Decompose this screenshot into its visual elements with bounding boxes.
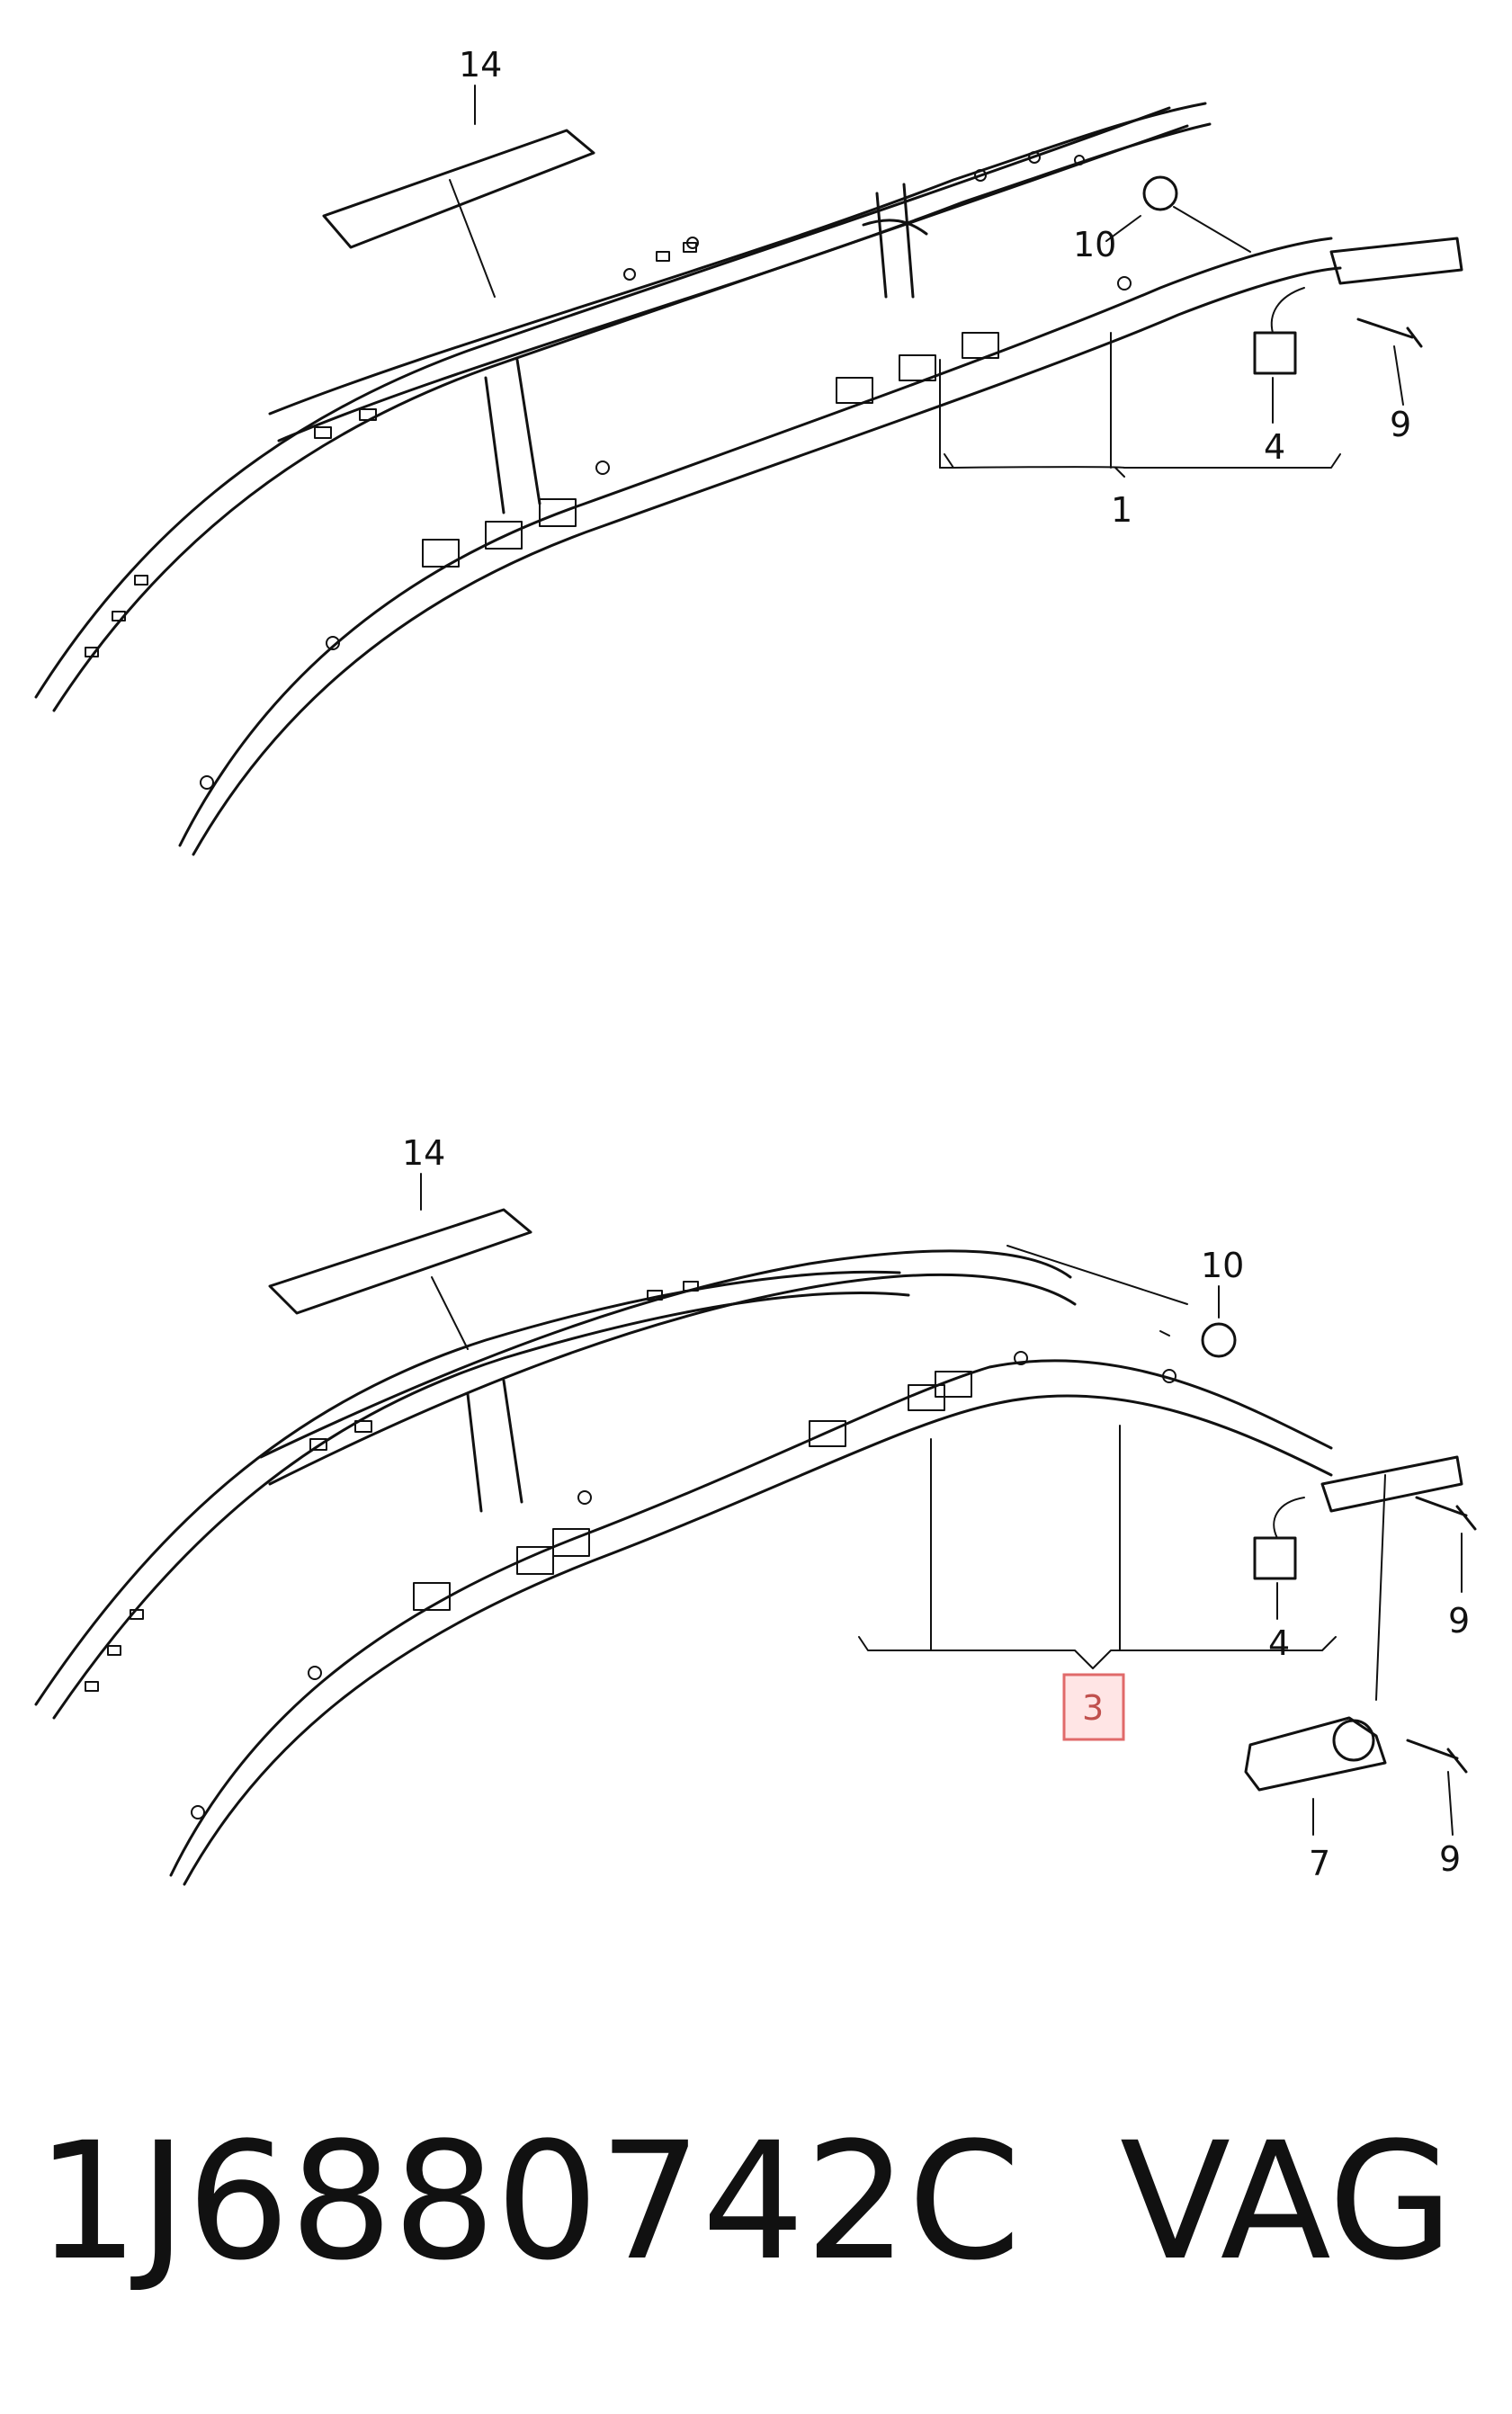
highlight-callout-3: 3	[1082, 1688, 1104, 1728]
bottom-airbag-clips	[191, 1351, 1176, 1819]
bottom-callout-4: 4	[1268, 1623, 1290, 1663]
bottom-wire	[1273, 1497, 1305, 1539]
highlight-box-3	[1062, 1673, 1125, 1741]
part-number: 1J6880742C	[36, 2108, 1021, 2296]
bottom-inflator	[1320, 1455, 1463, 1513]
top-grab-handle	[322, 129, 595, 249]
top-airbag-tube-top	[178, 237, 1333, 847]
bottom-screw-lower	[1406, 1739, 1468, 1774]
bottom-callout-14: 14	[402, 1133, 445, 1173]
bottom-b-pillar	[466, 1379, 523, 1513]
bottom-roof-rail-outer	[34, 1270, 901, 1706]
top-frame-holes	[85, 151, 1085, 657]
bottom-grab-handle	[268, 1208, 532, 1315]
top-leaders	[449, 85, 1404, 478]
bottom-airbag-tube-bottom	[183, 1394, 1333, 1886]
top-pillar	[862, 183, 928, 299]
top-screw	[1356, 317, 1423, 348]
bottom-connector	[1253, 1536, 1297, 1580]
top-callout-10: 10	[1073, 225, 1116, 264]
top-callout-9: 9	[1390, 405, 1411, 444]
top-callout-4: 4	[1264, 427, 1285, 467]
top-roof-rail-inner	[52, 124, 1189, 712]
bottom-frame-holes	[85, 1281, 699, 1692]
top-roof-rail-upper2	[277, 122, 1212, 443]
bottom-roof-rail-upper	[259, 1249, 1072, 1459]
bottom-leaders	[420, 1173, 1463, 1836]
top-roof-rail-upper	[268, 102, 1207, 416]
top-clip-10	[1142, 175, 1178, 211]
bottom-bracket-7	[1244, 1716, 1387, 1792]
bottom-callout-9-lower: 9	[1439, 1839, 1461, 1879]
top-assembly: 14 10 4 9 1	[34, 45, 1463, 856]
top-roof-rail-outer	[34, 106, 1171, 699]
bottom-callout-10: 10	[1201, 1246, 1244, 1285]
bottom-callout-9-upper: 9	[1448, 1601, 1470, 1641]
top-callout-1: 1	[1111, 490, 1132, 530]
bottom-screw-upper	[1415, 1496, 1477, 1531]
brand-name: VAG	[1120, 2108, 1454, 2296]
top-b-pillar	[484, 358, 541, 514]
top-connector	[1253, 331, 1297, 375]
bottom-roof-rail-upper2	[268, 1273, 1077, 1486]
bottom-roof-rail-inner	[52, 1292, 910, 1720]
top-wire	[1270, 287, 1305, 334]
bottom-bracket-7-sensor	[1332, 1719, 1375, 1762]
bottom-assembly: 14 10 4 9 7 9 3	[34, 1133, 1477, 1886]
bottom-callout-7: 7	[1309, 1844, 1330, 1883]
top-inflator	[1329, 237, 1463, 285]
top-airbag-tube-bottom	[192, 266, 1342, 856]
top-airbag-clips	[200, 276, 1132, 790]
bottom-airbag-tube-top	[169, 1359, 1333, 1877]
top-callout-14: 14	[459, 45, 502, 85]
bottom-clip-10	[1201, 1322, 1237, 1358]
bottom-rear-line	[1007, 1245, 1188, 1305]
